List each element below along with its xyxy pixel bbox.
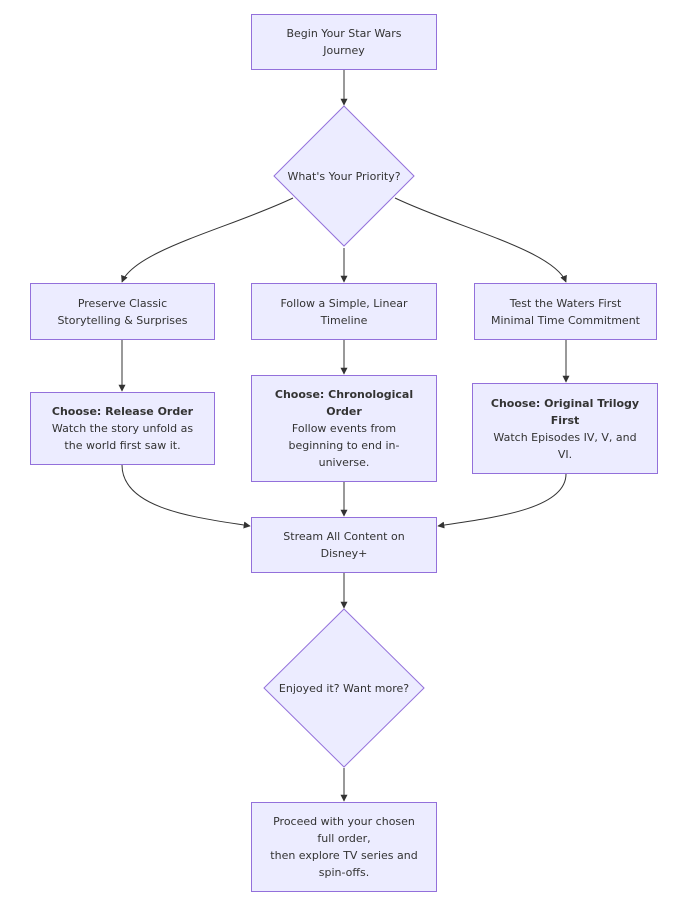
priority-diamond <box>273 105 415 247</box>
edge-priority-test <box>394 197 567 283</box>
release-title: Choose: Release Order <box>51 405 194 418</box>
linear-node: Follow a Simple, Linear Timeline <box>251 283 437 340</box>
classic-node: Preserve Classic Storytelling & Surprise… <box>30 283 215 340</box>
edge-priority-classic <box>121 197 294 283</box>
original-title-1: Choose: Original Trilogy <box>490 396 640 410</box>
chrono-title-1: Choose: Chronological <box>274 388 414 401</box>
edge-original-stream <box>437 473 567 529</box>
edge-release-stream <box>121 464 251 529</box>
test-node: Test the Waters First Minimal Time Commi… <box>474 283 657 340</box>
proceed-node: Proceed with your chosen full order, the… <box>251 802 437 892</box>
original-title-2: First <box>550 413 580 427</box>
enjoyed-label: Enjoyed it? Want more? <box>278 681 410 695</box>
chrono-node: Choose: Chronological Order Follow event… <box>251 375 437 482</box>
enjoyed-diamond <box>263 608 425 768</box>
release-node: Choose: Release Order Watch the story un… <box>30 392 215 465</box>
stream-node: Stream All Content on Disney+ <box>251 517 437 573</box>
start-node: Begin Your Star Wars Journey <box>251 14 437 70</box>
original-node: Choose: Original Trilogy First Watch Epi… <box>472 383 658 474</box>
chrono-title-2: Order <box>326 405 362 418</box>
priority-label: What's Your Priority? <box>287 169 401 183</box>
